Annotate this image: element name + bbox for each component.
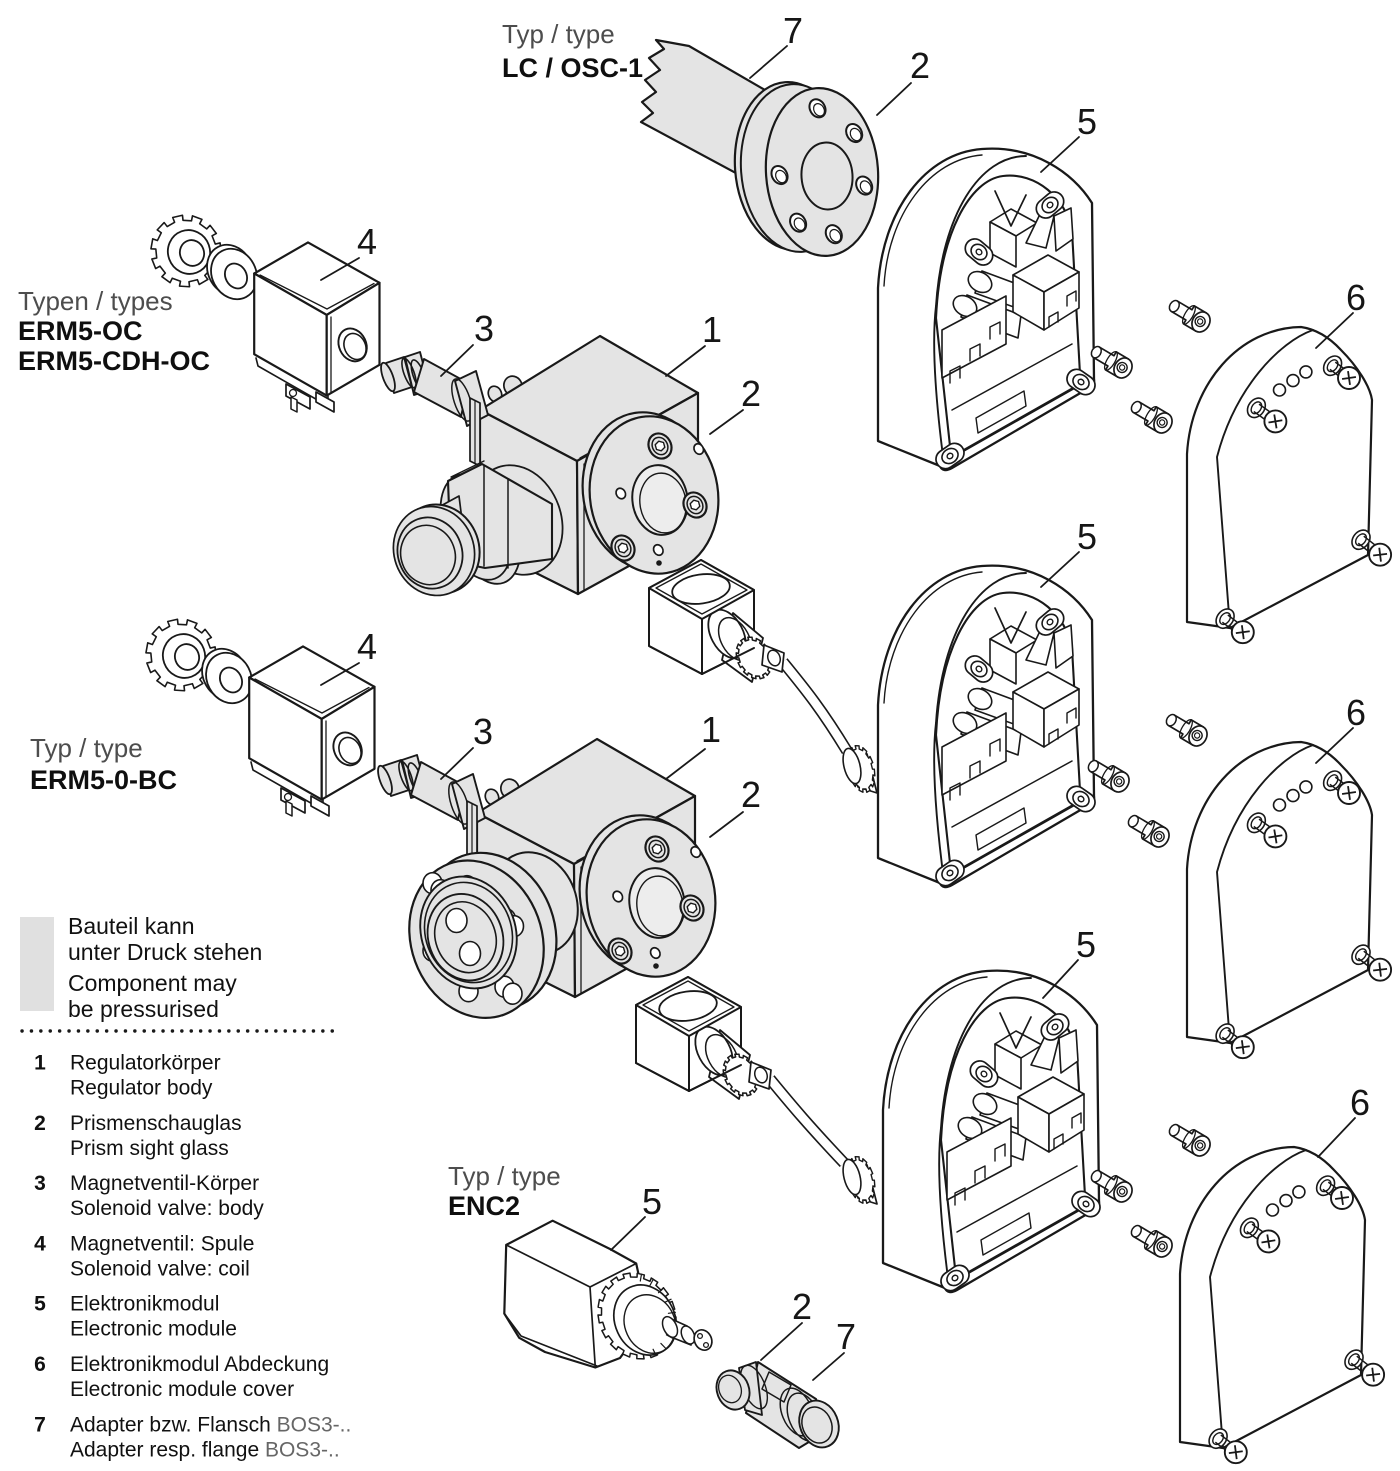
svg-text:Typen / types: Typen / types [18,286,173,316]
svg-text:2: 2 [910,45,930,86]
svg-text:5: 5 [642,1181,662,1222]
svg-text:6: 6 [34,1353,46,1376]
svg-text:Elektronikmodul: Elektronikmodul [70,1293,219,1316]
svg-text:Adapter bzw. Flansch BOS3-..: Adapter bzw. Flansch BOS3-.. [70,1413,351,1436]
svg-text:5: 5 [1077,516,1097,557]
svg-text:Electronic module cover: Electronic module cover [70,1378,294,1401]
svg-text:Solenoid valve: coil: Solenoid valve: coil [70,1257,250,1280]
svg-text:be pressurised: be pressurised [68,996,219,1022]
svg-text:Regulator body: Regulator body [70,1077,213,1100]
svg-text:5: 5 [34,1293,46,1316]
svg-text:Solenoid valve: body: Solenoid valve: body [70,1197,264,1220]
svg-text:ERM5-OC: ERM5-OC [18,316,143,346]
svg-text:6: 6 [1346,692,1366,733]
svg-text:Component may: Component may [68,970,237,996]
svg-text:ERM5-0-BC: ERM5-0-BC [30,765,177,795]
svg-text:Magnetventil-Körper: Magnetventil-Körper [70,1172,259,1195]
svg-text:Typ / type: Typ / type [502,19,615,49]
svg-text:Prism sight glass: Prism sight glass [70,1137,229,1160]
svg-text:Typ / type: Typ / type [30,733,143,763]
svg-text:4: 4 [357,626,377,667]
svg-text:Elektronikmodul Abdeckung: Elektronikmodul Abdeckung [70,1353,329,1376]
svg-text:Prismenschauglas: Prismenschauglas [70,1112,242,1135]
svg-text:Bauteil kann: Bauteil kann [68,913,195,939]
svg-text:3: 3 [473,711,493,752]
svg-text:LC / OSC-1: LC / OSC-1 [502,53,643,83]
svg-text:Regulatorkörper: Regulatorkörper [70,1052,221,1075]
svg-text:1: 1 [702,309,722,350]
svg-text:Typ / type: Typ / type [448,1161,561,1191]
svg-text:2: 2 [741,774,761,815]
svg-text:4: 4 [357,221,377,262]
svg-text:Magnetventil: Spule: Magnetventil: Spule [70,1232,254,1255]
svg-text:7: 7 [34,1413,46,1436]
svg-text:6: 6 [1346,277,1366,318]
svg-text:Electronic module: Electronic module [70,1318,237,1341]
svg-text:2: 2 [741,373,761,414]
svg-text:1: 1 [34,1052,46,1075]
svg-text:ENC2: ENC2 [448,1191,520,1221]
svg-text:1: 1 [701,709,721,750]
svg-text:7: 7 [836,1316,856,1357]
svg-text:7: 7 [783,10,803,51]
svg-text:6: 6 [1350,1082,1370,1123]
svg-text:2: 2 [792,1286,812,1327]
svg-text:unter Druck stehen: unter Druck stehen [68,939,262,965]
svg-text:3: 3 [34,1172,46,1195]
svg-text:ERM5-CDH-OC: ERM5-CDH-OC [18,346,210,376]
svg-text:4: 4 [34,1232,46,1255]
svg-text:5: 5 [1076,924,1096,965]
svg-text:3: 3 [474,308,494,349]
svg-text:5: 5 [1077,101,1097,142]
svg-text:2: 2 [34,1112,46,1135]
svg-text:Adapter resp. flange BOS3-..: Adapter resp. flange BOS3-.. [70,1438,340,1461]
